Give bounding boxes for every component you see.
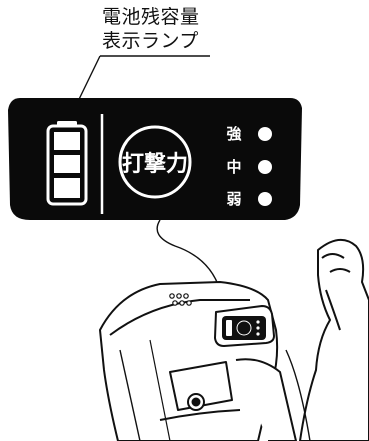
impact-force-button[interactable]: 打撃力 — [118, 125, 192, 199]
level-strong-led — [258, 127, 272, 141]
impact-driver-drawing — [99, 239, 369, 441]
battery-level-icon — [46, 121, 88, 206]
callout-line-1: 電池残容量 — [102, 6, 200, 28]
level-medium-led — [258, 160, 272, 174]
level-strong-label: 強 — [226, 125, 241, 143]
callout-line-2: 表示ランプ — [102, 30, 199, 52]
impact-level-indicators: 強 中 弱 — [226, 125, 272, 208]
level-weak-led — [258, 192, 272, 206]
vent-holes — [169, 293, 192, 306]
mini-control-panel — [214, 305, 275, 347]
control-panel: 打撃力 強 中 弱 — [8, 98, 302, 220]
level-medium-label: 中 — [226, 158, 241, 176]
level-weak-label: 弱 — [226, 190, 241, 208]
impact-force-label: 打撃力 — [122, 152, 188, 177]
